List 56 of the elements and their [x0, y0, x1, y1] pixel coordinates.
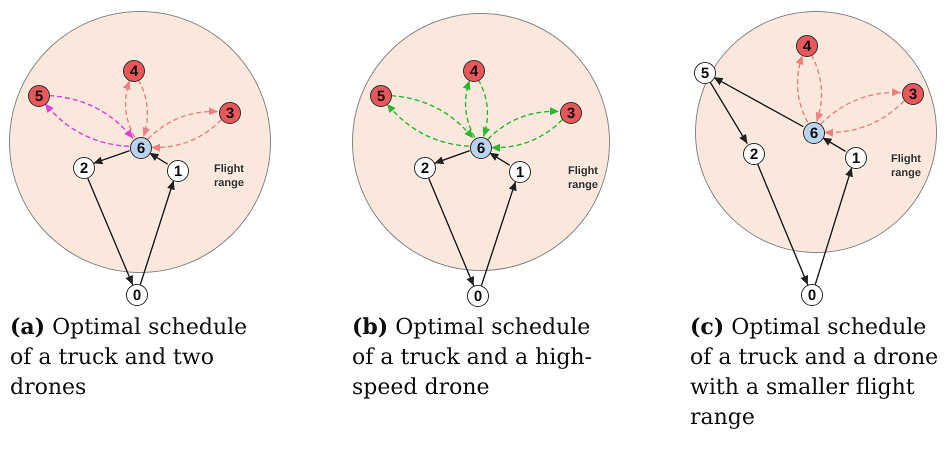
arrow [814, 167, 853, 285]
location-node: 5 [694, 62, 716, 84]
subfigure-caption: (b) Optimal schedule of a truck and a high-speed drone [352, 313, 594, 402]
location-node: 6 [470, 137, 492, 159]
subfigure-caption: (c) Optimal schedule of a truck and a drone with a smaller flight range [690, 313, 940, 432]
dashed-arrow [490, 119, 563, 152]
arrow [489, 152, 510, 166]
dashed-arrow [796, 55, 808, 123]
arrow [756, 162, 808, 286]
location-node: 3 [219, 102, 241, 124]
location-node: 2 [73, 157, 95, 179]
dashed-arrow [810, 54, 824, 122]
arrow [713, 76, 804, 128]
location-node: 6 [130, 137, 152, 159]
range-label: Flight range [890, 152, 922, 180]
dashed-arrow [824, 100, 905, 136]
location-node: 0 [801, 284, 823, 306]
arrow [86, 176, 134, 286]
arrow [140, 180, 175, 285]
location-node: 6 [803, 122, 825, 144]
location-node: 4 [796, 35, 818, 57]
arrow [709, 81, 748, 144]
location-node: 1 [167, 160, 189, 182]
arrow [148, 152, 168, 165]
arrow [822, 137, 846, 152]
location-node: 2 [414, 157, 436, 179]
dashed-arrow [487, 107, 560, 140]
location-node: 5 [28, 85, 50, 107]
location-node: 3 [902, 83, 924, 105]
dashed-arrow [138, 79, 150, 137]
dashed-arrow [44, 103, 130, 148]
range-label: Flight range [213, 162, 245, 190]
location-node: 4 [123, 60, 145, 82]
range-label: Flight range [567, 164, 599, 192]
location-node: 3 [560, 102, 582, 124]
dashed-arrow [123, 80, 136, 138]
location-node: 1 [509, 161, 531, 183]
dashed-arrow [386, 103, 470, 147]
location-node: 5 [370, 85, 392, 107]
location-node: 2 [743, 143, 765, 165]
dashed-arrow [478, 79, 490, 137]
location-node: 0 [467, 285, 489, 307]
location-node: 4 [463, 60, 485, 82]
arrow [428, 176, 474, 286]
dashed-arrow [390, 95, 474, 139]
arrow [480, 181, 517, 286]
dashed-arrow [147, 107, 218, 140]
arrow [434, 150, 470, 164]
arrow [93, 150, 130, 164]
dashed-arrow [463, 80, 476, 138]
dashed-arrow [150, 119, 222, 152]
dashed-arrow [820, 88, 902, 125]
location-node: 0 [126, 284, 148, 306]
dashed-arrow [48, 94, 134, 139]
location-node: 1 [845, 147, 867, 169]
subfigure-caption: (a) Optimal schedule of a truck and two drones [10, 313, 248, 402]
